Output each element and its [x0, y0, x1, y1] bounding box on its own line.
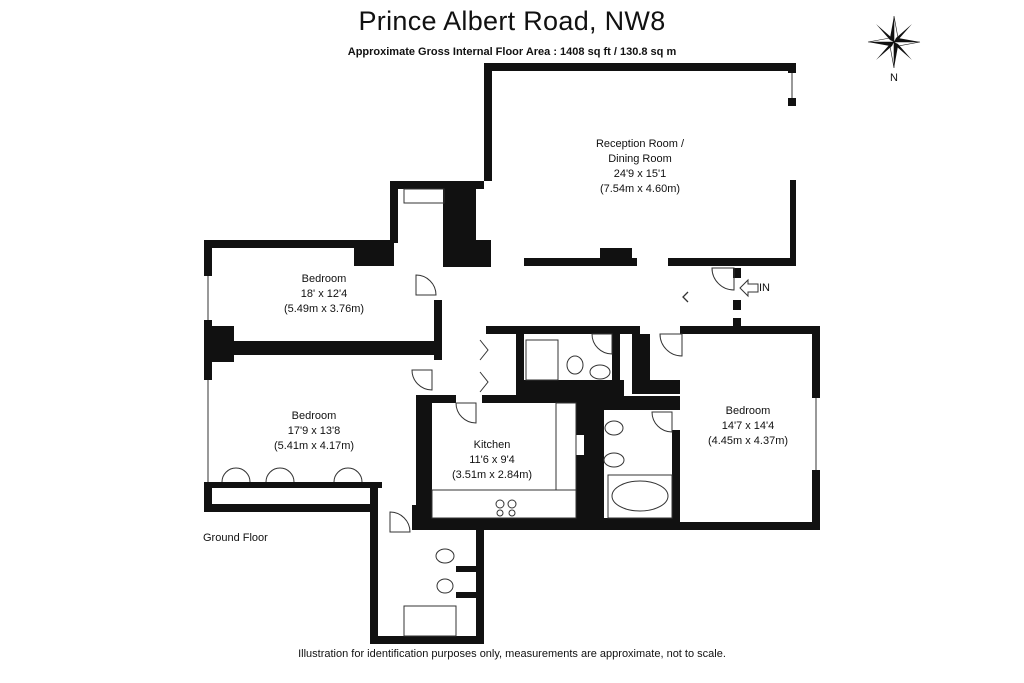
room-label-bedroom-3: Bedroom 14'7 x 14'4 (4.45m x 4.37m) — [708, 404, 788, 449]
wall — [733, 318, 741, 328]
wall — [576, 455, 584, 530]
wall — [790, 180, 796, 266]
door-swing — [415, 274, 437, 296]
wall — [733, 300, 741, 310]
wall — [486, 326, 640, 334]
wall — [604, 518, 676, 530]
wall — [676, 522, 820, 530]
wall — [733, 268, 741, 278]
wall — [456, 592, 484, 598]
wall — [516, 380, 586, 396]
plan-title: Prince Albert Road, NW8 — [358, 6, 666, 36]
compass-north-label: N — [890, 72, 898, 84]
wall — [443, 240, 491, 267]
door-swing — [711, 267, 735, 291]
wall — [812, 470, 820, 530]
wall — [416, 395, 456, 403]
wall — [668, 258, 796, 266]
wall — [204, 504, 378, 512]
wall — [632, 334, 650, 394]
room-label-bedroom-1: Bedroom 18' x 12'4 (5.49m x 3.76m) — [284, 272, 364, 317]
wall — [390, 181, 398, 243]
wall — [484, 63, 795, 71]
door-swing — [659, 333, 683, 357]
room-name: Dining Room — [608, 153, 672, 165]
room-dimensions-metric: (3.51m x 2.84m) — [451, 469, 533, 481]
room-name: Bedroom — [301, 273, 347, 285]
wall — [632, 380, 680, 394]
wall — [524, 258, 637, 266]
wall — [612, 326, 620, 396]
entrance-arrow-icon — [739, 278, 759, 298]
wall — [390, 181, 484, 189]
door-swing — [389, 511, 411, 533]
door-swing — [651, 411, 673, 433]
wall — [204, 240, 354, 248]
room-dimensions-imperial: 24'9 x 15'1 — [613, 168, 667, 180]
wall — [456, 566, 484, 572]
room-dimensions-metric: (4.45m x 4.37m) — [707, 435, 789, 447]
wall — [212, 482, 382, 488]
bath — [403, 605, 457, 637]
room-name: Kitchen — [473, 439, 511, 451]
wall — [484, 63, 492, 181]
wall — [476, 520, 484, 644]
wall — [672, 430, 680, 530]
door-swing — [591, 333, 613, 355]
wall — [482, 395, 582, 403]
room-name: Reception Room / — [595, 138, 685, 150]
floor-label: Ground Floor — [203, 532, 268, 544]
wall — [443, 189, 476, 249]
room-dimensions-imperial: 17'9 x 13'8 — [287, 425, 341, 437]
room-dimensions-metric: (7.54m x 4.60m) — [599, 183, 681, 195]
wall — [370, 512, 378, 644]
wall — [434, 300, 442, 360]
door-swing — [455, 402, 477, 424]
room-dimensions-imperial: 11'6 x 9'4 — [469, 454, 515, 466]
door-swing — [411, 369, 433, 391]
bath — [403, 188, 445, 204]
room-label-bedroom-2: Bedroom 17'9 x 13'8 (5.41m x 4.17m) — [274, 409, 354, 454]
wall — [516, 326, 524, 396]
wall — [788, 63, 796, 73]
wall — [212, 341, 442, 355]
room-label-reception: Reception Room / Dining Room 24'9 x 15'1… — [596, 137, 684, 197]
wall — [788, 98, 796, 106]
wall — [584, 380, 624, 396]
room-dimensions-metric: (5.49m x 3.76m) — [283, 303, 365, 315]
wall — [576, 395, 584, 435]
disclaimer: Illustration for identification purposes… — [298, 648, 726, 660]
wall — [812, 326, 820, 398]
wall — [680, 326, 820, 334]
room-dimensions-imperial: 18' x 12'4 — [300, 288, 348, 300]
wall — [600, 248, 632, 260]
wall — [604, 396, 680, 410]
wall — [584, 396, 604, 530]
bath — [607, 474, 673, 519]
room-name: Bedroom — [291, 410, 337, 422]
wall — [204, 362, 212, 380]
compass-icon — [867, 15, 921, 69]
wall — [354, 240, 394, 266]
wall — [432, 518, 582, 530]
room-name: Bedroom — [725, 405, 771, 417]
room-dimensions-metric: (5.41m x 4.17m) — [273, 440, 355, 452]
wall — [370, 636, 484, 644]
room-label-kitchen: Kitchen 11'6 x 9'4 (3.51m x 2.84m) — [452, 438, 532, 483]
wall — [204, 240, 212, 276]
entrance-label: IN — [759, 282, 770, 294]
wall — [204, 320, 212, 330]
floor-area-subtitle: Approximate Gross Internal Floor Area : … — [347, 46, 677, 58]
room-dimensions-imperial: 14'7 x 14'4 — [721, 420, 775, 432]
wall — [370, 484, 378, 512]
wall — [416, 395, 432, 530]
wall — [204, 482, 212, 512]
